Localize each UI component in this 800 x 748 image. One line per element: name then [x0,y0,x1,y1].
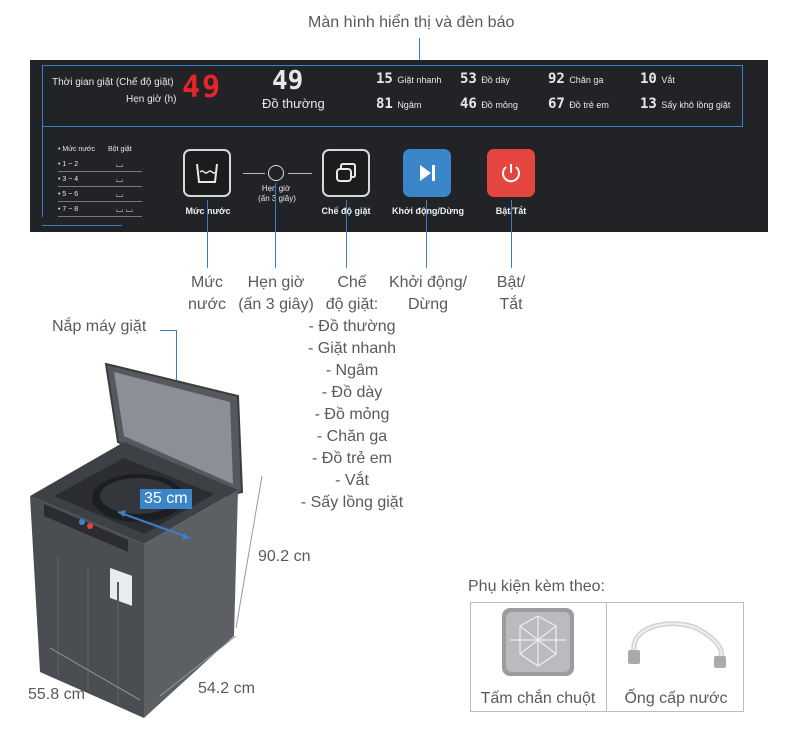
water-table-row: • 1 ~ 2 [58,161,79,168]
power-button[interactable] [487,149,535,197]
display-highlight [42,65,743,127]
caption-pointer [419,38,420,62]
start-pause-button-label: Khởi động/Dừng [392,206,464,216]
program-item: 10 Vắt [640,71,675,87]
shirt-icon: ⌴ [116,174,124,184]
shirt-icon: ⌴ [116,189,124,199]
water-table-head-level: • Mức nước [58,146,96,153]
water-level-button-label: Mức nước [185,206,231,216]
program-callout: Chế độ giặt: - Đồ thường - Giặt nhanh - … [300,274,404,511]
accessory-rat-guard-label: Tấm chắn chuột [480,690,596,707]
center-display-label: Đồ thường [262,96,325,111]
wash-time-label: Thời gian giặt (Chế độ giặt) [52,77,174,88]
play-pause-icon [420,165,435,181]
timer-small-label: Hẹn giờ [261,184,291,193]
timer-small-label-2: (ấn 3 giây) [258,194,296,203]
start-callout: Khởi động/Dừng [388,274,468,313]
water-table-bracket [42,127,43,217]
lid-label: Nắp máy giặt [52,318,147,335]
power-button-label: Bật/Tắt [480,206,542,216]
water-level-icon [196,163,218,183]
dimension-lines [49,475,263,701]
shirt-icon: ⌴ ⌴ [116,204,133,214]
power-callout: Bật/Tắt [496,274,526,313]
clock-icon[interactable] [268,165,284,181]
center-display-number: 49 [272,66,304,96]
program-item: 53 Đồ dày [460,71,510,87]
accessories-box [470,602,744,712]
control-panel [30,60,768,232]
drum-diameter-badge: 35 cm [140,489,192,509]
water-table-row: • 7 ~ 8 [58,206,79,213]
accessories-title: Phụ kiện kèm theo: [468,578,605,595]
program-icon [336,163,356,182]
program-item: 13 Sấy khô lồng giặt [640,96,731,112]
program-item: 92 Chăn ga [548,71,604,87]
program-item: 81 Ngâm [376,96,422,112]
width-dimension: 55.8 cm [28,686,85,703]
water-level-button[interactable] [183,149,231,197]
power-icon [502,164,520,183]
water-table-bracket-bottom [42,225,122,226]
water-table-row: • 3 ~ 4 [58,176,79,183]
program-item: 67 Đồ trẻ em [548,96,609,112]
program-item: 15 Giặt nhanh [376,71,442,87]
water-table-row: • 5 ~ 6 [58,191,79,198]
program-item: 46 Đồ mỏng [460,96,518,112]
rat-guard-icon [502,608,574,676]
timer-hours-label: Hẹn giờ (h) [126,94,177,105]
start-pause-button[interactable] [403,149,451,197]
red-time-display: 49 [182,70,223,105]
program-button[interactable] [322,149,370,197]
washing-machine-illustration [30,362,244,718]
display-caption: Màn hình hiển thị và đèn báo [308,14,515,31]
timer-callout: Hẹn giờ(ấn 3 giây) [238,274,314,313]
accessory-hose-label: Ống cấp nước [624,690,728,707]
shirt-icon: ⌴ [116,159,124,169]
water-table-head-clothes: Bột giặt [108,146,132,153]
height-dimension: 90.2 cn [258,548,311,565]
water-hose-icon [628,621,726,668]
depth-dimension: 54.2 cm [198,680,255,697]
